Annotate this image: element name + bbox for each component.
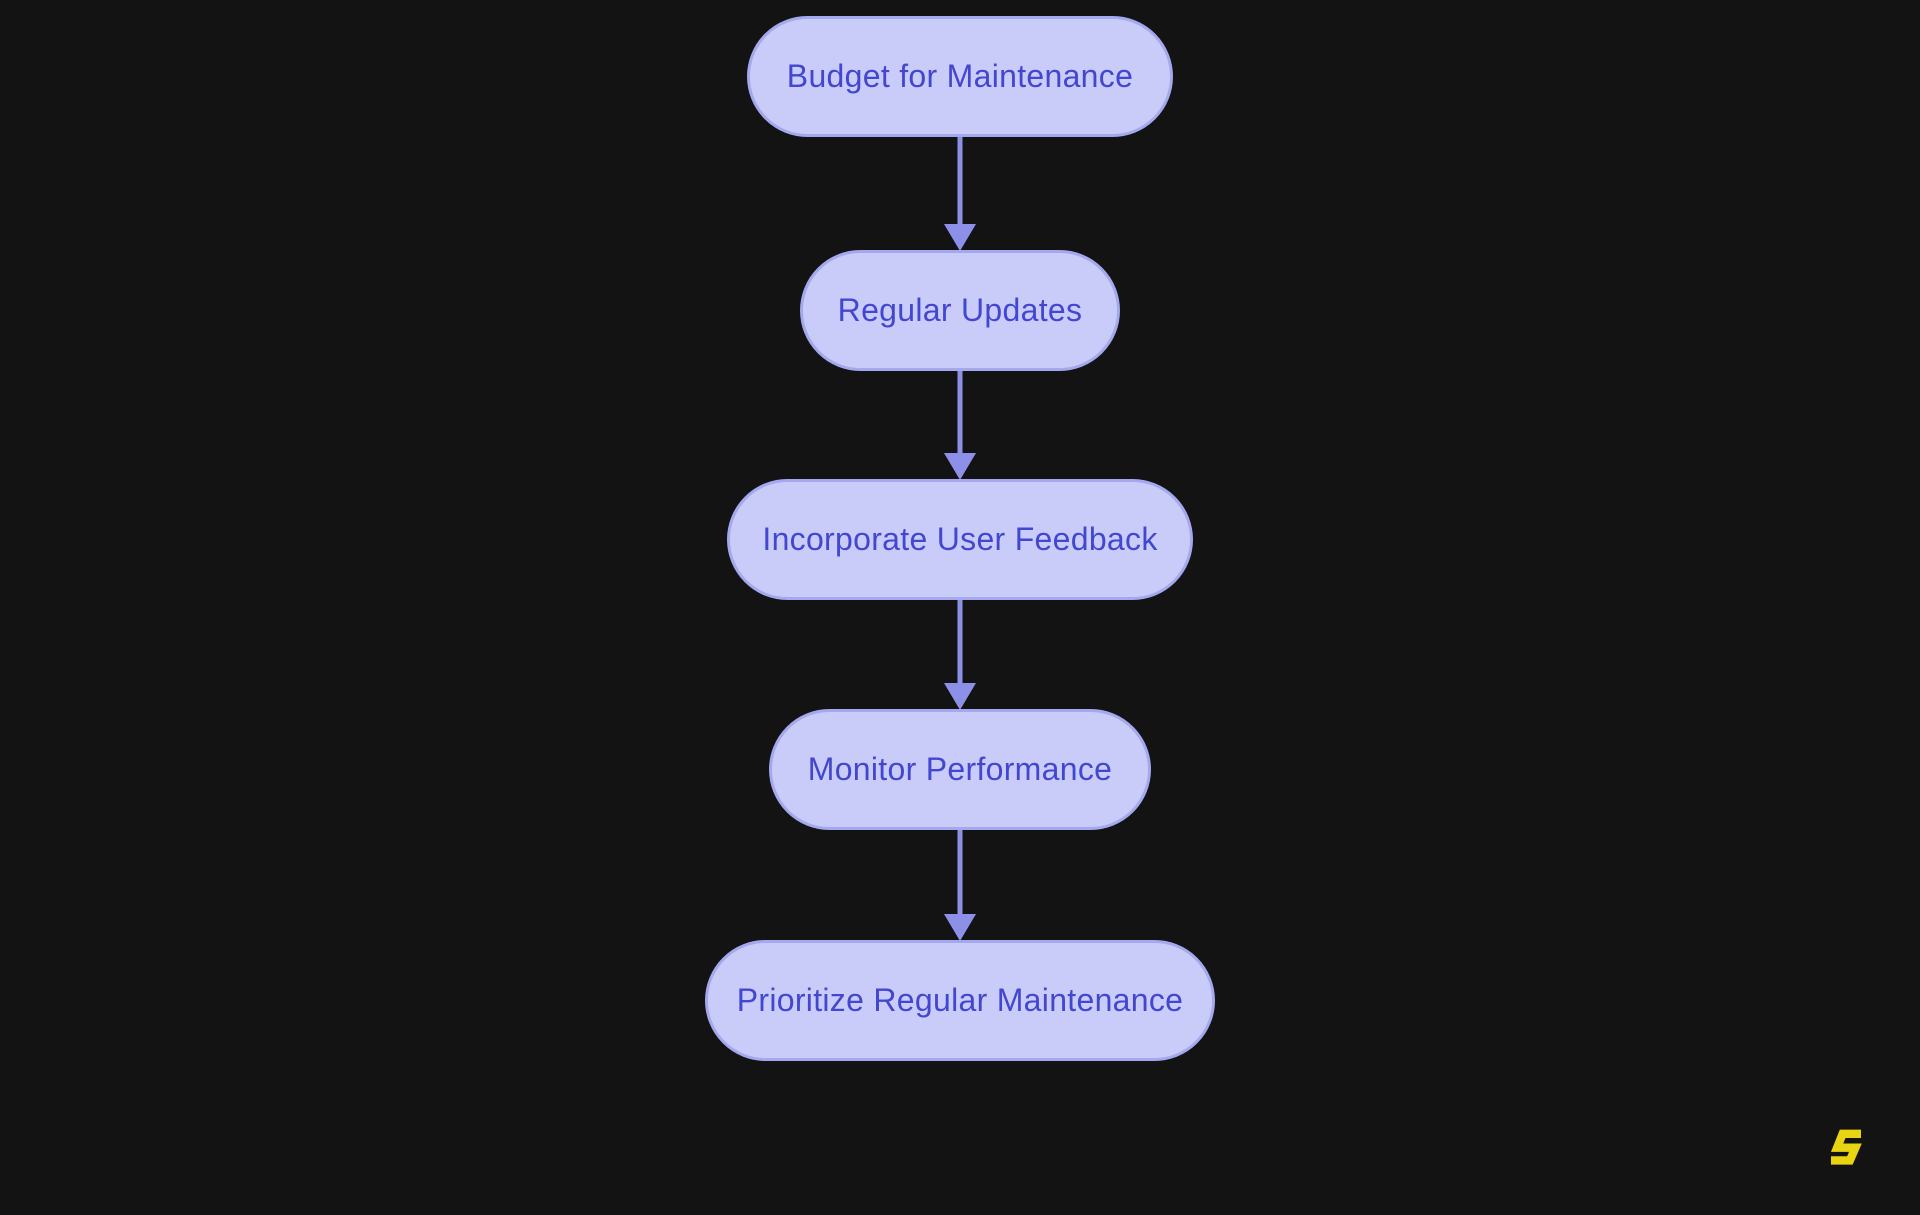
- arrow-line: [957, 600, 963, 686]
- flow-node-label: Incorporate User Feedback: [762, 521, 1158, 557]
- flow-node-label: Budget for Maintenance: [786, 58, 1134, 94]
- arrow-head-icon: [944, 453, 976, 480]
- arrow-head-icon: [944, 683, 976, 710]
- s-logo-icon: [1826, 1126, 1866, 1166]
- flow-arrow-4: [943, 830, 977, 941]
- flow-node-incorporate-user-feedback: Incorporate User Feedback: [727, 479, 1193, 600]
- flow-node-monitor-performance: Monitor Performance: [769, 709, 1151, 830]
- flow-arrow-1: [943, 137, 977, 251]
- arrow-head-icon: [944, 914, 976, 941]
- arrow-line: [957, 137, 963, 227]
- arrow-head-icon: [944, 224, 976, 251]
- flow-node-label: Monitor Performance: [807, 751, 1113, 787]
- flow-node-budget-for-maintenance: Budget for Maintenance: [747, 16, 1173, 137]
- flow-arrow-3: [943, 600, 977, 710]
- flow-node-label: Prioritize Regular Maintenance: [736, 982, 1184, 1018]
- arrow-line: [957, 830, 963, 917]
- flow-node-label: Regular Updates: [837, 292, 1083, 328]
- flow-node-prioritize-regular-maintenance: Prioritize Regular Maintenance: [705, 940, 1215, 1061]
- arrow-line: [957, 371, 963, 456]
- flow-arrow-2: [943, 371, 977, 480]
- flow-node-regular-updates: Regular Updates: [800, 250, 1120, 371]
